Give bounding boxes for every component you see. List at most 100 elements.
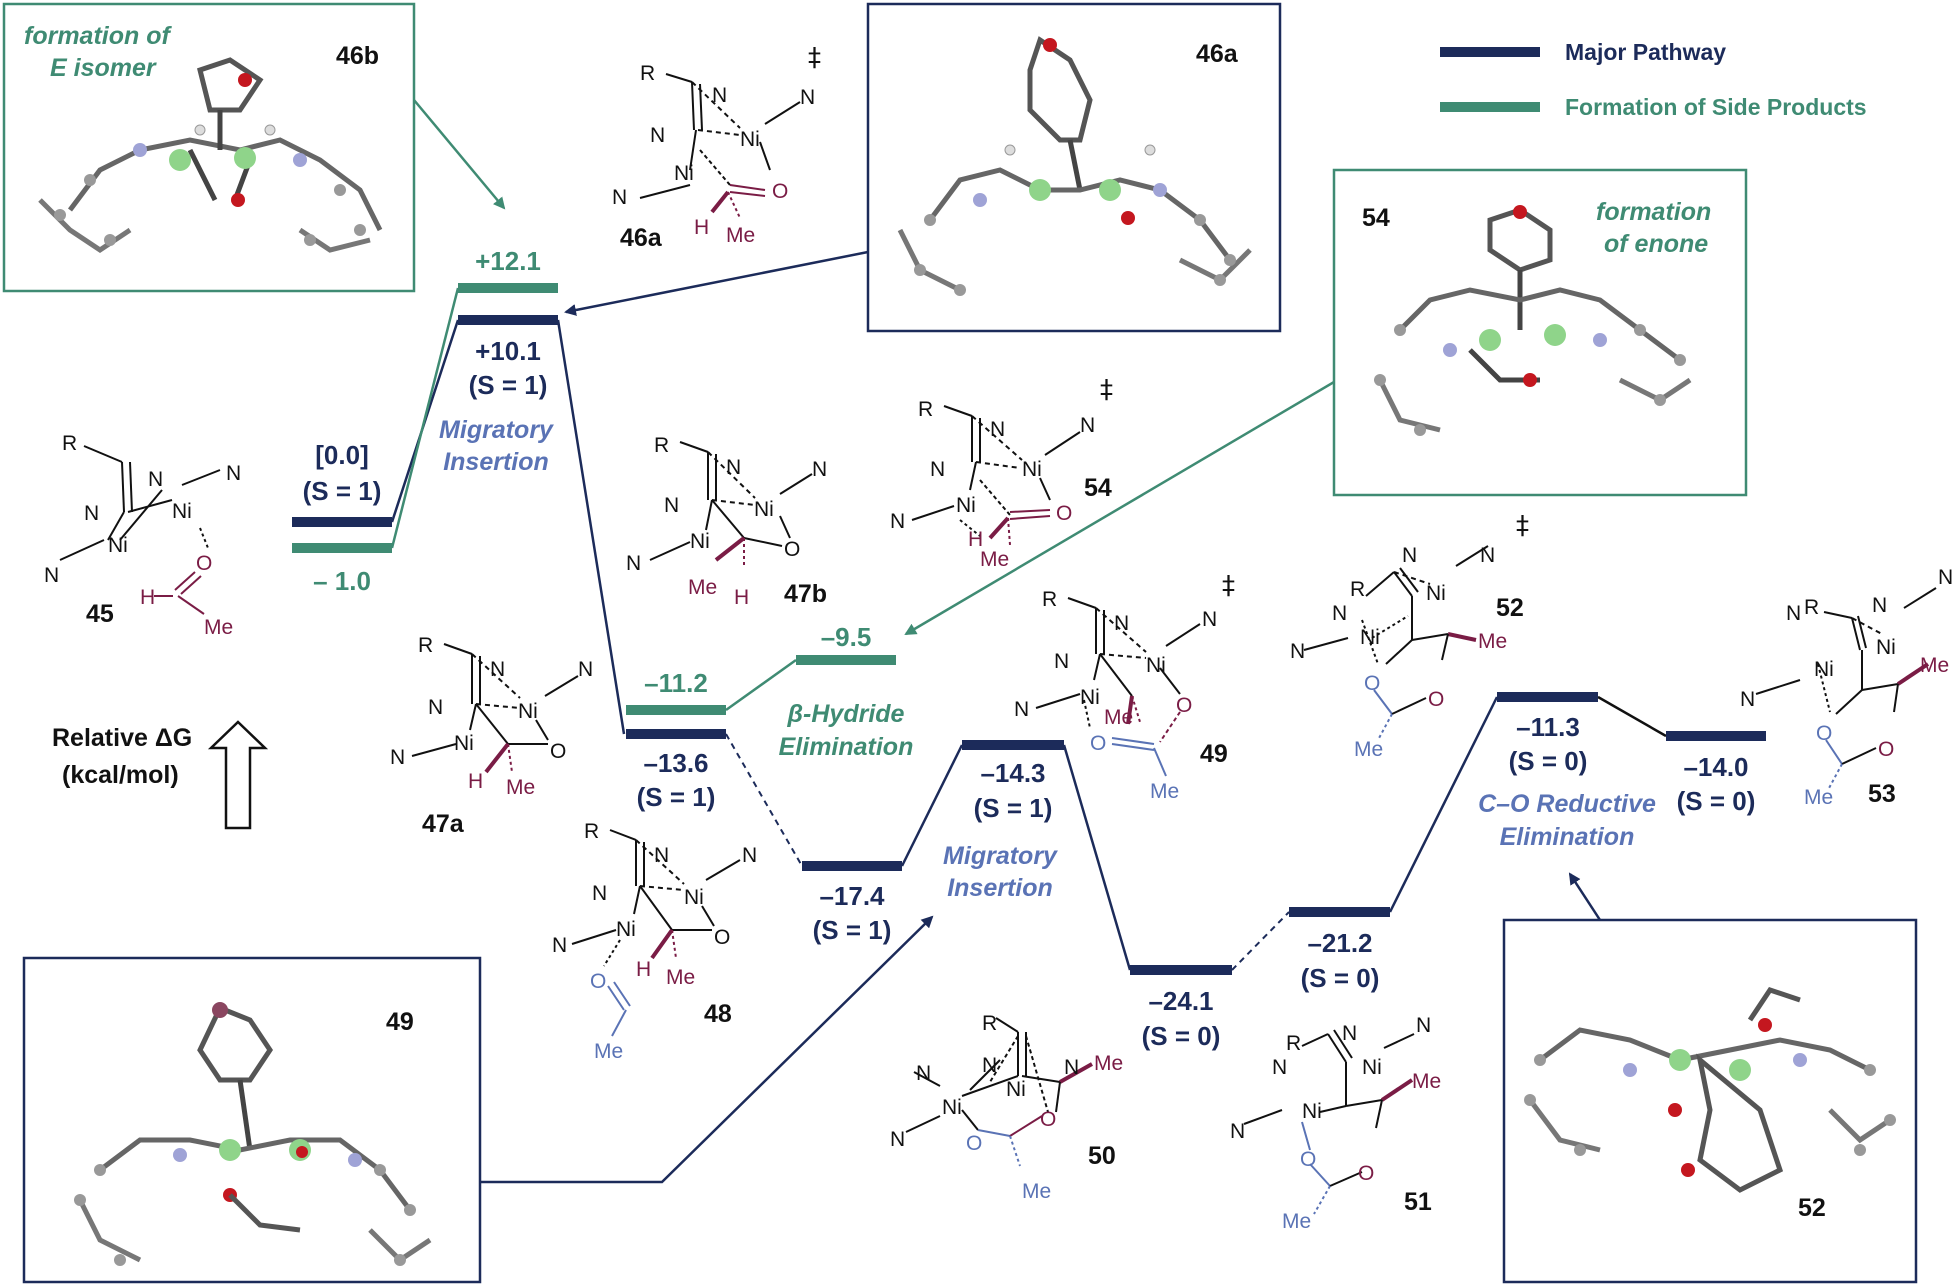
svg-text:N: N — [148, 468, 163, 491]
molecule-render-46b — [38, 57, 383, 254]
svg-text:Ni: Ni — [1302, 1100, 1322, 1123]
compound-50: 50 — [1088, 1142, 1116, 1170]
svg-text:N: N — [726, 456, 741, 479]
svg-text:N: N — [1054, 650, 1069, 673]
svg-text:O: O — [1176, 694, 1192, 717]
value-46b: +12.1 — [475, 246, 541, 276]
structure-49: R N Ni N N Ni N O Me O Me ‡ 49 — [1014, 571, 1235, 803]
levels — [292, 283, 1766, 975]
molecule-render-49 — [74, 1002, 432, 1266]
svg-text:N: N — [1402, 544, 1417, 567]
svg-text:R: R — [584, 820, 599, 843]
svg-text:Ni: Ni — [1022, 458, 1042, 481]
svg-text:N: N — [1342, 1022, 1357, 1045]
svg-text:N: N — [650, 124, 665, 147]
value-47-side: –11.2 — [644, 668, 708, 698]
compound-45: 45 — [86, 600, 114, 628]
svg-text:Ni: Ni — [1080, 686, 1100, 709]
svg-text:Me: Me — [1478, 630, 1507, 653]
compound-46a: 46a — [620, 224, 663, 252]
svg-text:N: N — [916, 1062, 931, 1085]
svg-text:Ni: Ni — [172, 500, 192, 523]
structure-48: R N Ni N N Ni N O H Me O Me 48 — [552, 820, 757, 1063]
svg-text:Ni: Ni — [1426, 582, 1446, 605]
svg-text:R: R — [1286, 1032, 1301, 1055]
svg-text:Ni: Ni — [1146, 654, 1166, 677]
molecule-render-46a — [897, 36, 1252, 296]
structure-52: N N R N Ni Ni N Me O O Me ‡ 52 — [1290, 511, 1529, 761]
svg-text:O: O — [772, 180, 788, 203]
step-mi1-line2: Insertion — [443, 448, 549, 476]
spin-48: (S = 1) — [813, 915, 892, 945]
compound-52: 52 — [1496, 594, 1524, 622]
svg-text:O: O — [966, 1132, 982, 1155]
step-bh-line1: β-Hydride — [787, 700, 905, 728]
value-54: –9.5 — [821, 622, 872, 652]
svg-text:N: N — [612, 186, 627, 209]
svg-text:N: N — [428, 696, 443, 719]
svg-text:N: N — [1014, 698, 1029, 721]
structure-47a: R N Ni N N Ni N O H Me 47a — [390, 634, 593, 838]
svg-text:O: O — [1358, 1162, 1374, 1185]
svg-text:H: H — [734, 586, 749, 609]
spin-45: (S = 1) — [303, 476, 382, 506]
svg-text:Ni: Ni — [518, 700, 538, 723]
svg-text:N: N — [982, 1054, 997, 1077]
svg-text:N: N — [1740, 688, 1755, 711]
structure-46a: R N Ni N N Ni N O H Me ‡ 46a — [612, 43, 821, 252]
svg-text:N: N — [712, 84, 727, 107]
svg-text:O: O — [1816, 722, 1832, 745]
svg-text:Me: Me — [666, 966, 695, 989]
arrow-46a — [564, 250, 869, 316]
svg-text:N: N — [552, 934, 567, 957]
svg-text:Me: Me — [1022, 1180, 1051, 1203]
molecule-render-52 — [1524, 987, 1896, 1193]
svg-text:Ni: Ni — [1362, 1056, 1382, 1079]
svg-text:O: O — [1056, 502, 1072, 525]
up-arrow-icon — [207, 720, 269, 830]
inset-46a: 46a — [866, 2, 1282, 333]
arrow-52 — [1568, 872, 1602, 921]
svg-text:O: O — [1040, 1108, 1056, 1131]
inset-54-note-1: formation — [1596, 198, 1711, 226]
svg-text:N: N — [626, 552, 641, 575]
value-51: –21.2 — [1307, 928, 1372, 958]
svg-text:Ni: Ni — [956, 494, 976, 517]
spin-49: (S = 1) — [974, 793, 1053, 823]
step-re-line2: Elimination — [1500, 823, 1635, 851]
svg-text:R: R — [918, 398, 933, 421]
spin-51: (S = 0) — [1301, 963, 1380, 993]
svg-text:N: N — [1938, 566, 1953, 589]
inset-46b-label: 46b — [336, 42, 379, 70]
svg-text:Ni: Ni — [674, 162, 694, 185]
value-46a: +10.1 — [475, 336, 541, 366]
svg-text:N: N — [1272, 1056, 1287, 1079]
axis-line1: Relative ΔG — [52, 724, 192, 752]
svg-text:Ni: Ni — [1876, 636, 1896, 659]
svg-text:H: H — [468, 770, 483, 793]
svg-text:N: N — [1114, 612, 1129, 635]
svg-text:R: R — [1042, 588, 1057, 611]
svg-text:Me: Me — [204, 616, 233, 639]
structure-54: R N Ni N N Ni N O H Me ‡ 54 — [890, 375, 1113, 571]
value-49: –14.3 — [980, 758, 1045, 788]
structure-51: N N R N Ni Ni N Me O O Me 51 — [1230, 1014, 1441, 1233]
spin-50: (S = 0) — [1142, 1021, 1221, 1051]
ts-mark-52: ‡ — [1516, 511, 1529, 541]
svg-text:Ni: Ni — [740, 128, 760, 151]
connectors — [390, 287, 1667, 971]
svg-text:Me: Me — [1920, 654, 1949, 677]
svg-text:N: N — [1872, 594, 1887, 617]
level-values: [0.0] (S = 1) – 1.0 +12.1 +10.1 (S = 1) … — [303, 246, 1756, 1051]
compound-54: 54 — [1084, 474, 1112, 502]
arrow-46b — [413, 99, 506, 210]
svg-text:Ni: Ni — [684, 886, 704, 909]
spin-53: (S = 0) — [1677, 786, 1756, 816]
svg-text:R: R — [1804, 596, 1819, 619]
svg-text:N: N — [578, 658, 593, 681]
svg-text:Me: Me — [726, 224, 755, 247]
svg-text:Me: Me — [1354, 738, 1383, 761]
svg-text:Ni: Ni — [1814, 658, 1834, 681]
legend-major-label: Major Pathway — [1565, 39, 1726, 65]
